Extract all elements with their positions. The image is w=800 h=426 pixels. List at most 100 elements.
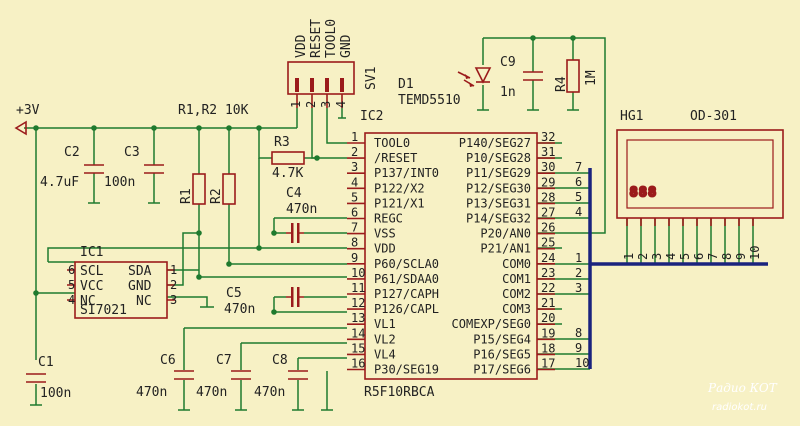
sv1-pin-name-1: VDD <box>294 34 309 58</box>
ic2-left-pin-number: 8 <box>351 236 358 250</box>
ic2-value: R5F10RBCA <box>364 385 435 400</box>
hg1-value: OD-301 <box>690 109 737 124</box>
resistor-r1 <box>192 173 206 205</box>
ic2-right-pin-name: P10/SEG28 <box>466 151 531 165</box>
ic1-right-num-3: 3 <box>170 293 177 307</box>
ic2-right-pin-number: 30 <box>541 160 555 174</box>
ic1-left-name-3: NC <box>80 294 96 309</box>
sv1-pin-num-3: 3 <box>319 101 333 108</box>
bus-number: 10 <box>575 356 589 370</box>
ic2-left-pin-name: P61/SDAA0 <box>374 272 439 286</box>
c2-value: 4.7uF <box>40 175 79 190</box>
ic1-left-num-2: 5 <box>68 278 75 292</box>
display-hg1 <box>616 129 784 226</box>
capacitor-c2 <box>84 164 104 174</box>
ic2-left-pin-number: 2 <box>351 145 358 159</box>
bus-number: 4 <box>575 205 582 219</box>
bus-number: 7 <box>575 160 582 174</box>
d1-value: TEMD5510 <box>398 93 461 108</box>
c5-value: 470n <box>224 302 255 317</box>
c2-label: C2 <box>64 145 80 160</box>
ic2-left-pin-number: 6 <box>351 206 358 220</box>
display-digits: 888 <box>630 185 658 199</box>
ic2-left-pin-number: 9 <box>351 251 358 265</box>
ic2-right-pin-name: P14/SEG32 <box>466 212 531 226</box>
r4-value: 1M <box>584 70 599 86</box>
ic1-label: IC1 <box>80 245 103 260</box>
ic2-left-pin-name: P126/CAPL <box>374 302 439 316</box>
ic2-left-pin-name: VL2 <box>374 332 396 346</box>
c4-label: C4 <box>286 186 302 201</box>
ic1-left-name-1: SCL <box>80 264 104 279</box>
ic1-left-name-2: VCC <box>80 279 103 294</box>
supply-label: +3V <box>16 103 40 118</box>
ic2-left-pin-name: P30/SEG19 <box>374 363 439 377</box>
display-pin-number: 3 <box>650 253 664 260</box>
sv1-pin-num-1: 1 <box>289 101 303 108</box>
bus-number: 8 <box>575 326 582 340</box>
ic1-left-num-1: 6 <box>68 263 75 277</box>
watermark-logo: Радио КОТ <box>707 381 778 395</box>
ic2-right-pin-name: P140/SEG27 <box>459 136 531 150</box>
display-pin-number: 9 <box>734 253 748 260</box>
ic2-right-pin-number: 18 <box>541 341 555 355</box>
c3-label: C3 <box>124 145 140 160</box>
capacitor-c6 <box>174 370 194 380</box>
ic2-left-pin-number: 7 <box>351 221 358 235</box>
ic2-right-pin-number: 17 <box>541 357 555 371</box>
capacitor-c7 <box>231 370 251 380</box>
sv1-pin-name-3: TOOL0 <box>324 19 339 58</box>
ic2-left-pin-name: TOOL0 <box>374 136 410 150</box>
display-pin-number: 1 <box>622 253 636 260</box>
ic1-right-name-2: GND <box>128 279 152 294</box>
c8-label: C8 <box>272 353 288 368</box>
supply-arrow-icon <box>14 120 27 136</box>
sv1-pin-name-4: GND <box>339 34 354 58</box>
sv1-pin-name-2: RESET <box>309 19 324 58</box>
c9-label: C9 <box>500 55 516 70</box>
display-pin-number: 6 <box>692 253 706 260</box>
resistor-r2 <box>222 173 236 205</box>
display-pin-number: 5 <box>678 253 692 260</box>
ic2-pins: TOOL01/RESET2P137/INT03P122/X24P121/X15R… <box>347 130 555 377</box>
ic2-right-pin-name: COM1 <box>502 272 531 286</box>
ic1-left-num-3: 4 <box>68 293 75 307</box>
ic2-right-pin-name: P11/SEG29 <box>466 166 531 180</box>
hg1-label: HG1 <box>620 109 643 124</box>
ic2-right-pin-name: P20/AN0 <box>480 227 531 241</box>
display-pin-number: 8 <box>720 253 734 260</box>
ic2-right-pin-number: 22 <box>541 281 555 295</box>
ic2-right-pin-name: P17/SEG6 <box>473 363 531 377</box>
c1-value: 100n <box>40 386 71 401</box>
ic2-left-pin-name: VSS <box>374 227 396 241</box>
capacitor-c9 <box>523 71 543 81</box>
display-pin-number: 2 <box>636 253 650 260</box>
display-pin-number: 10 <box>748 246 762 260</box>
ic2-right-pin-number: 31 <box>541 145 555 159</box>
sv1-label: SV1 <box>364 67 379 90</box>
ic2-right-pin-name: P16/SEG5 <box>473 347 531 361</box>
ic2-right-pin-number: 32 <box>541 130 555 144</box>
ic2-left-pin-name: P127/CAPH <box>374 287 439 301</box>
d1-label: D1 <box>398 77 414 92</box>
ic2-right-pin-name: P15/SEG4 <box>473 332 531 346</box>
r1r2-label: R1,R2 10K <box>178 103 249 118</box>
c1-label: C1 <box>38 355 54 370</box>
c6-label: C6 <box>160 353 176 368</box>
c5-label: C5 <box>226 286 242 301</box>
ic2-right-pin-number: 20 <box>541 311 555 325</box>
c9-value: 1n <box>500 85 516 100</box>
ic2-left-pin-number: 1 <box>351 130 358 144</box>
ic2-left-pin-number: 15 <box>351 341 365 355</box>
bus-number: 2 <box>575 266 582 280</box>
ic2-left-pin-number: 16 <box>351 357 365 371</box>
capacitor-c1 <box>26 373 46 383</box>
ic1-value: SI7021 <box>80 303 127 318</box>
resistor-r4 <box>566 59 580 93</box>
ic2-left-pin-number: 10 <box>351 266 365 280</box>
bus-number: 5 <box>575 190 582 204</box>
c6-value: 470n <box>136 385 167 400</box>
